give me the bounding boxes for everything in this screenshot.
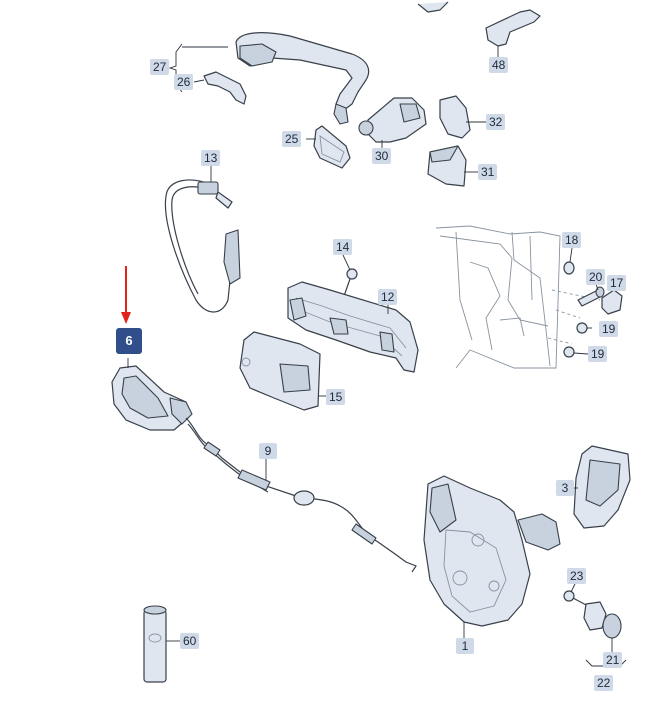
callout-part-31[interactable]: 31 (478, 164, 498, 180)
part-top-fragment (417, 1, 449, 13)
callout-part-15[interactable]: 15 (326, 389, 346, 405)
callout-part-9[interactable]: 9 (259, 443, 277, 459)
part-20-bolt (577, 283, 605, 307)
part-6-inner-handle (111, 358, 193, 431)
callout-part-26[interactable]: 26 (174, 74, 194, 90)
part-18-plug (563, 247, 575, 275)
callout-part-20[interactable]: 20 (586, 269, 606, 285)
callout-part-12[interactable]: 12 (378, 289, 398, 305)
callout-part-23[interactable]: 23 (567, 568, 587, 584)
part-9-cable (185, 417, 417, 573)
part-27-outer-handle (235, 32, 370, 125)
part-17-cap (601, 289, 623, 315)
callout-part-17[interactable]: 17 (607, 275, 627, 291)
callout-part-19-upper[interactable]: 19 (599, 321, 619, 337)
callout-part-60[interactable]: 60 (180, 633, 200, 649)
door-frame-section (435, 225, 601, 369)
callout-part-48[interactable]: 48 (489, 57, 509, 73)
part-25-seal (306, 125, 351, 169)
part-13-cable (164, 166, 241, 313)
callout-part-1[interactable]: 1 (456, 638, 474, 654)
part-48-lever (485, 9, 541, 57)
callout-part-25[interactable]: 25 (282, 131, 302, 147)
part-12-carrier (287, 281, 419, 373)
part-30-lock-cylinder (358, 97, 427, 148)
callout-part-30[interactable]: 30 (372, 148, 392, 164)
part-3-bracket (568, 445, 631, 529)
callout-part-27[interactable]: 27 (150, 59, 170, 75)
part-23-screw (563, 583, 589, 607)
part-1-door-lock (423, 475, 561, 638)
callout-part-6-selected[interactable]: 6 (116, 328, 142, 354)
part-15-insulation (239, 331, 328, 411)
callout-part-3[interactable]: 3 (556, 480, 574, 496)
callout-part-18[interactable]: 18 (562, 232, 582, 248)
part-14-screw (342, 254, 358, 297)
callout-part-14[interactable]: 14 (333, 239, 353, 255)
part-26-gasket (193, 71, 247, 105)
selected-indicator-arrow (121, 266, 131, 324)
callout-part-13[interactable]: 13 (201, 150, 221, 166)
callout-part-19-lower[interactable]: 19 (588, 346, 608, 362)
part-60-grease-tube (143, 605, 180, 683)
callout-part-32[interactable]: 32 (486, 114, 506, 130)
part-32-cap (439, 95, 486, 139)
part-19-screws (563, 322, 592, 358)
part-31-cover (427, 145, 478, 187)
callout-part-21[interactable]: 21 (603, 652, 623, 668)
callout-part-22[interactable]: 22 (594, 675, 614, 691)
